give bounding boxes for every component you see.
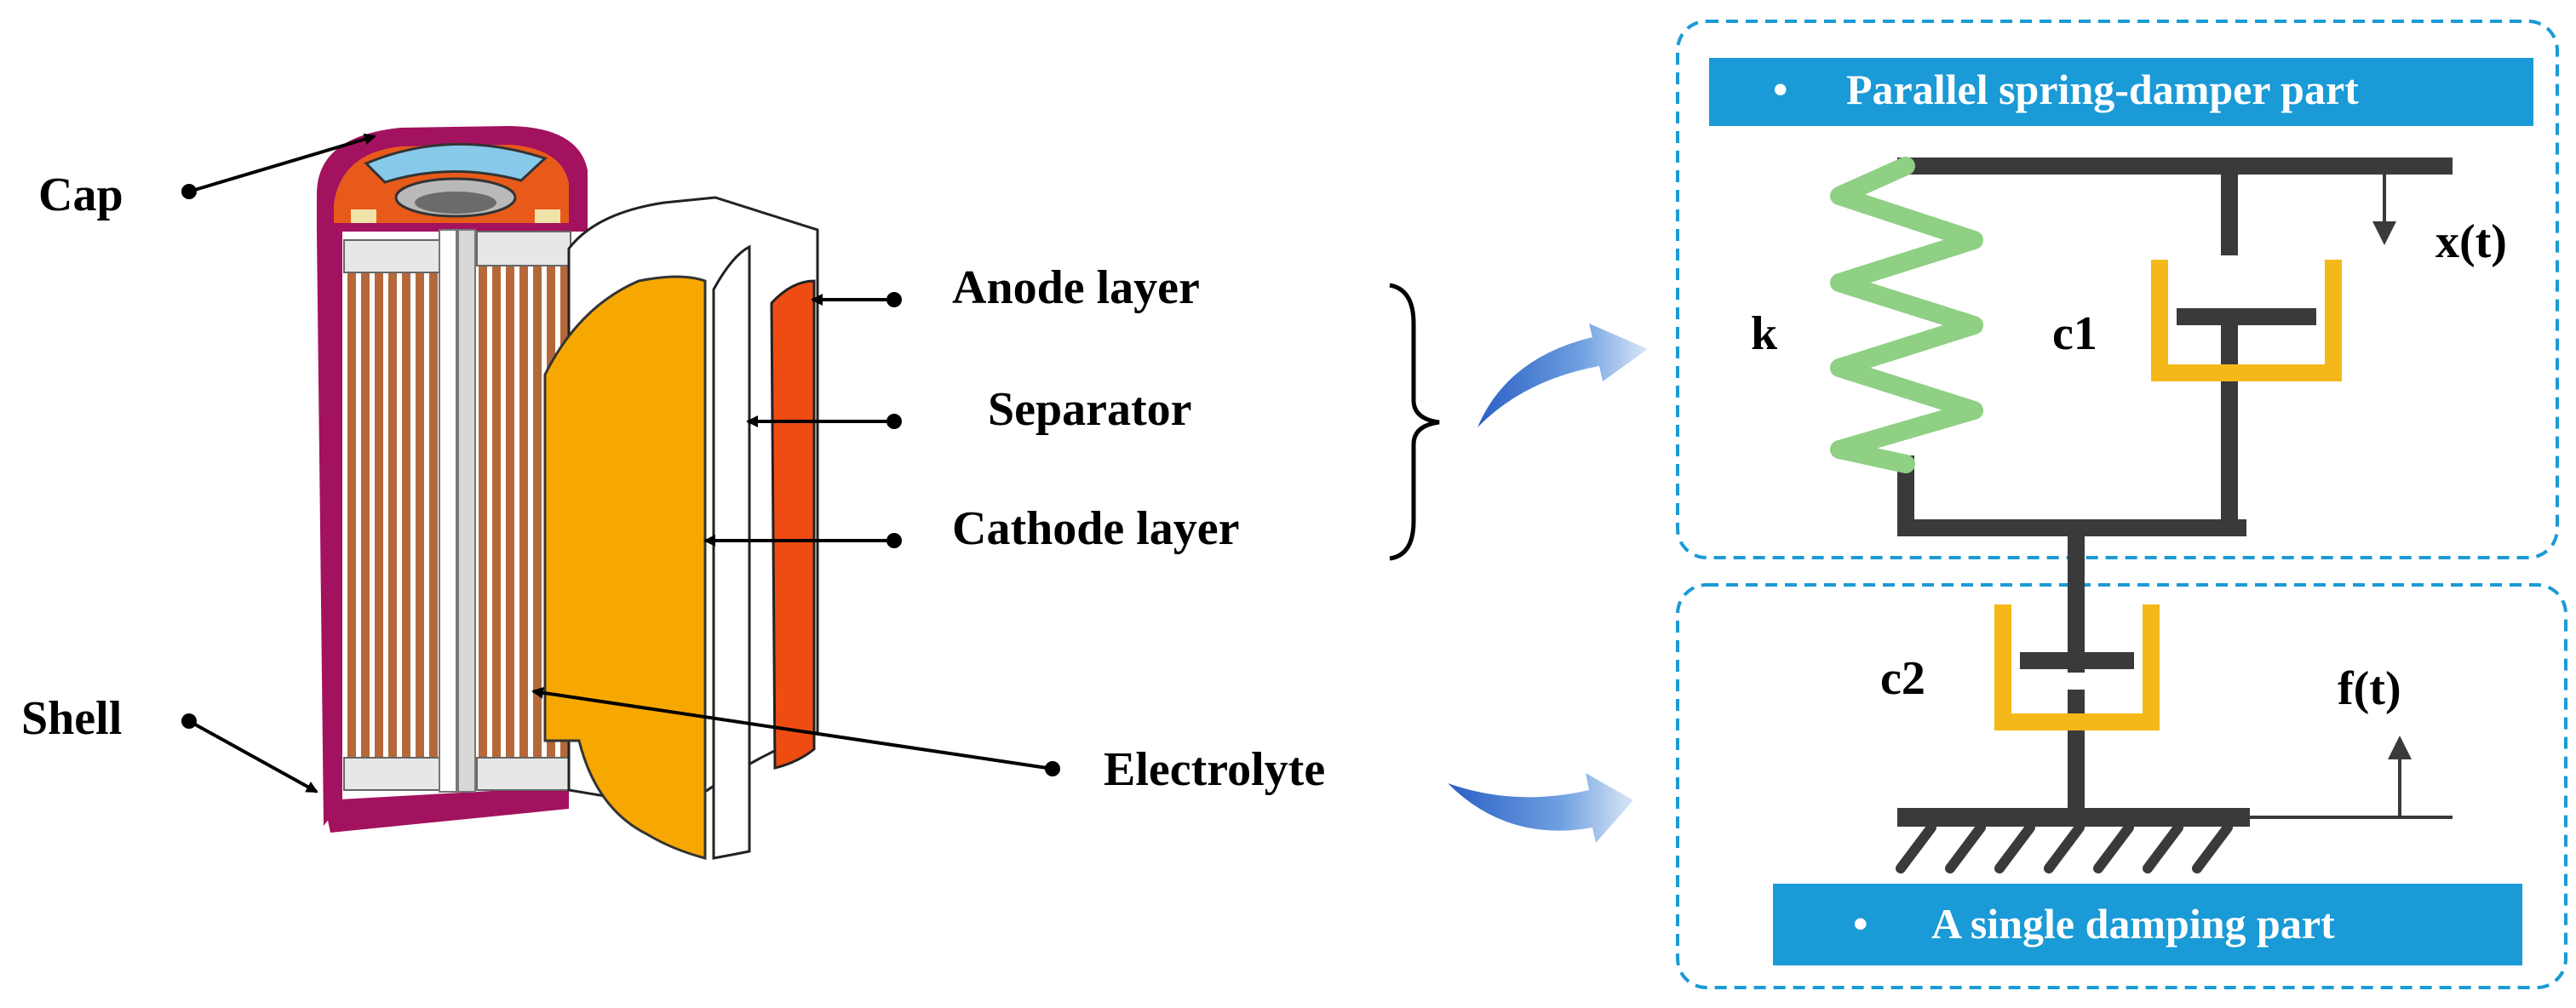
separator-sheet (712, 244, 751, 860)
battery-shell-wall (317, 232, 342, 826)
cap-dome (364, 142, 548, 184)
model-frame (1897, 158, 2453, 826)
single-damper-box (1676, 583, 2567, 989)
x-displacement-arrow (2372, 166, 2396, 245)
bottom-banner (1773, 884, 2522, 965)
cathode-layer-label: Cathode layer (952, 502, 1240, 555)
damper-c1 (2151, 260, 2342, 381)
damper-c2 (1994, 604, 2160, 730)
battery-cap (317, 126, 588, 232)
curved-arrow-bottom (1448, 773, 1633, 843)
f-force-arrow (2388, 736, 2412, 817)
battery-shell-bottom (324, 787, 569, 833)
bottom-banner-text: A single damping part (1931, 900, 2335, 948)
shell-label: Shell (21, 692, 122, 745)
curved-arrow-top (1477, 324, 1648, 427)
separator-label: Separator (988, 383, 1192, 436)
leader-dots (181, 184, 1060, 776)
anode-sheet (770, 279, 816, 770)
x-t-label: x(t) (2435, 215, 2507, 268)
spring-k-label: k (1751, 307, 1778, 360)
ground-base (1896, 808, 2453, 873)
damper-c1-label: c1 (2052, 307, 2097, 360)
cathode-sheet (543, 275, 707, 860)
spring-k (1830, 157, 1983, 473)
top-banner-bullet: • (1773, 66, 1788, 113)
cap-label: Cap (38, 169, 123, 221)
damper-c2-label: c2 (1880, 652, 1925, 705)
leader-lines (188, 133, 1053, 793)
f-t-label: f(t) (2338, 662, 2401, 715)
electrolyte-label: Electrolyte (1104, 743, 1325, 796)
electrode-windings-left (343, 239, 440, 792)
center-mandrel (439, 229, 457, 793)
bottom-banner-bullet: • (1853, 900, 1868, 948)
layers-brace (1389, 283, 1440, 561)
anode-layer-label: Anode layer (952, 261, 1200, 314)
battery-cutaway (317, 126, 819, 860)
top-banner (1709, 58, 2533, 126)
top-banner-text: Parallel spring-damper part (1846, 66, 2359, 113)
spring-damper-box (1676, 20, 2559, 559)
